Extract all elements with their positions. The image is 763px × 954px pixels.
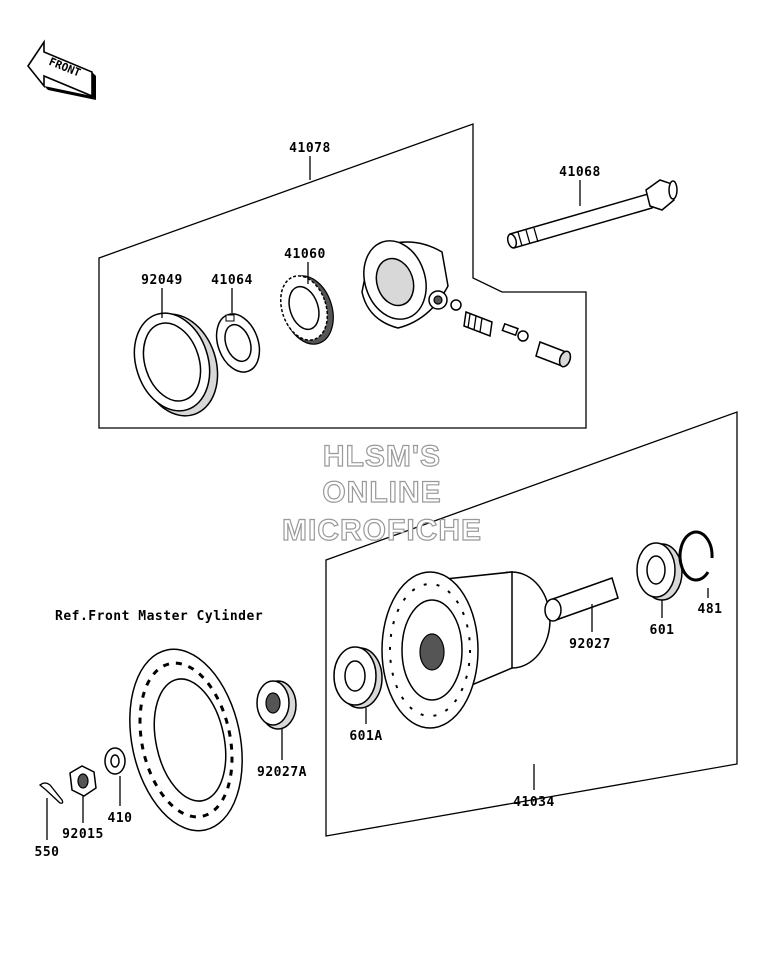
callout-92027: 92027	[569, 637, 611, 652]
part-brake-disc[interactable]	[114, 639, 258, 841]
gear-assembly-outline	[98, 123, 587, 429]
callout-41078: 41078	[289, 141, 331, 156]
callout-92049: 92049	[141, 273, 183, 288]
part-41064-retainer[interactable]	[209, 308, 267, 378]
reference-note: Ref.Front Master Cylinder	[55, 609, 263, 624]
watermark-line-2: ONLINE	[322, 476, 441, 509]
part-92027A-spacer[interactable]	[256, 680, 297, 730]
front-arrow-icon: FRONT	[27, 39, 96, 100]
watermark-line-1: HLSM'S	[323, 440, 441, 473]
part-92015-nut[interactable]	[69, 765, 97, 797]
callout-550: 550	[35, 845, 60, 860]
part-92027-collar[interactable]	[544, 577, 619, 622]
part-front-hub[interactable]	[381, 571, 551, 729]
watermark: HLSM'S ONLINE MICROFICHE	[281, 439, 482, 547]
callout-481: 481	[698, 602, 723, 617]
callout-92027A: 92027A	[257, 765, 307, 780]
part-601-bearing[interactable]	[636, 542, 683, 601]
callout-601A: 601A	[349, 729, 382, 744]
callout-41034: 41034	[513, 795, 555, 810]
part-550-cotter-pin[interactable]	[38, 782, 64, 804]
part-gear-housing[interactable]	[354, 233, 449, 329]
part-410-washer[interactable]	[104, 747, 126, 775]
part-92049-oil-seal[interactable]	[122, 303, 230, 426]
part-481-circlip[interactable]	[678, 530, 714, 582]
leader-lines	[46, 156, 709, 840]
callout-41060: 41060	[284, 247, 326, 262]
callout-601: 601	[650, 623, 675, 638]
callout-41068: 41068	[559, 165, 601, 180]
part-pinion-set[interactable]	[450, 299, 572, 368]
watermark-line-3: MICROFICHE	[282, 514, 482, 547]
part-601A-bearing[interactable]	[333, 646, 383, 709]
callout-410: 410	[108, 811, 133, 826]
hub-assembly-outline	[325, 411, 738, 837]
callout-92015: 92015	[62, 827, 104, 842]
callout-41064: 41064	[211, 273, 253, 288]
part-41068-axle[interactable]	[506, 179, 678, 249]
part-41060-gear[interactable]	[273, 269, 342, 350]
